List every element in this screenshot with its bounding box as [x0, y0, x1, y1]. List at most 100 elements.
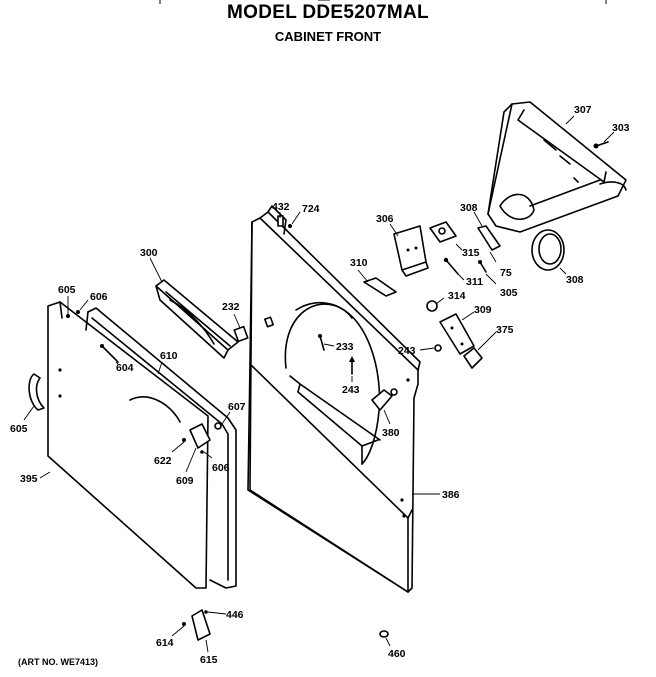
part-315-clip [429, 221, 457, 243]
callout-314: 314 [435, 290, 466, 305]
callout-307: 307 [565, 104, 592, 125]
part-300-bezel [155, 279, 239, 359]
callout-604: 604 [115, 361, 134, 374]
part-243-screw-right [434, 344, 442, 352]
callout-308a: 308 [460, 202, 483, 227]
part-724-screw [288, 224, 292, 228]
callout-label-300: 300 [140, 247, 158, 259]
callout-label-606a: 606 [90, 291, 108, 303]
part-306-bracket [393, 225, 429, 277]
callout-310: 310 [350, 257, 369, 283]
callout-label-380: 380 [382, 427, 400, 439]
callout-label-607: 607 [228, 401, 246, 413]
callout-label-724: 724 [302, 203, 320, 215]
part-303-screw [593, 141, 609, 149]
part-309-switch [439, 313, 475, 355]
callout-label-305: 305 [500, 287, 518, 299]
art-number: (ART NO. WE7413) [18, 657, 99, 667]
part-380-latch [371, 388, 398, 411]
callout-label-306: 306 [376, 213, 394, 225]
callout-label-395: 395 [20, 473, 38, 485]
callout-label-614: 614 [156, 637, 174, 649]
callout-233: 233 [323, 341, 354, 353]
callout-label-75: 75 [500, 267, 512, 279]
callout-306: 306 [376, 213, 399, 237]
callout-309: 309 [461, 304, 492, 321]
callout-label-605a: 605 [58, 284, 76, 296]
callout-300: 300 [140, 247, 163, 283]
top-edge-marks [159, 0, 607, 4]
callout-label-311: 311 [466, 276, 483, 288]
callout-75: 75 [489, 251, 512, 279]
part-311-screw [443, 257, 459, 275]
part-460-foot [379, 630, 389, 638]
callout-380: 380 [382, 409, 400, 439]
callout-610: 610 [157, 350, 178, 375]
part-609-hinge [182, 423, 211, 454]
callout-232: 232 [222, 301, 241, 329]
callout-311: 311 [457, 273, 483, 288]
part-314-nut [426, 300, 438, 312]
part-605-screw-top [66, 314, 70, 318]
part-308-small [477, 225, 501, 251]
callout-label-375: 375 [496, 324, 514, 336]
part-395-door-panel [47, 301, 209, 589]
callout-label-308a: 308 [460, 202, 478, 214]
part-75-screw [478, 260, 487, 273]
callout-622: 622 [154, 441, 185, 467]
part-308-ring [531, 229, 565, 271]
callout-label-604: 604 [116, 362, 134, 374]
callout-label-310: 310 [350, 257, 368, 269]
callout-label-308b: 308 [566, 274, 584, 286]
callout-label-432: 432 [272, 201, 290, 213]
callout-395: 395 [20, 471, 51, 485]
part-232-clip [233, 325, 249, 343]
callout-label-622: 622 [154, 455, 172, 467]
callout-label-303: 303 [612, 122, 630, 134]
callout-label-615: 615 [200, 654, 218, 666]
callout-605b: 605 [10, 405, 35, 435]
callout-label-243b: 243 [342, 384, 360, 396]
part-605-handle [28, 373, 45, 411]
part-610-door-liner [85, 307, 237, 589]
callout-303: 303 [603, 122, 630, 143]
callout-label-309: 309 [474, 304, 492, 316]
callout-label-233: 233 [336, 341, 354, 353]
callout-308b: 308 [559, 267, 584, 286]
part-604-hinge-pin [100, 344, 119, 363]
callout-305: 305 [485, 273, 518, 299]
diagram-subtitle: CABINET FRONT [274, 29, 382, 44]
part-307-duct [487, 101, 627, 233]
callout-386: 386 [412, 489, 460, 501]
part-243-screw-center [349, 356, 355, 375]
callout-607: 607 [221, 401, 246, 425]
callout-243b: 243 [342, 376, 360, 396]
callout-615: 615 [200, 639, 218, 666]
callout-label-243a: 243 [398, 345, 416, 357]
callout-label-307: 307 [574, 104, 592, 116]
callout-605a: 605 [58, 284, 76, 314]
callout-label-314: 314 [448, 290, 466, 302]
callout-460: 460 [385, 637, 406, 660]
callout-432: 432 [272, 201, 290, 218]
part-607-screw [214, 422, 222, 430]
part-615-lower-hinge [182, 609, 211, 641]
callout-label-609: 609 [176, 475, 194, 487]
callout-label-232: 232 [222, 301, 240, 313]
part-310-pad [363, 277, 397, 297]
callout-724: 724 [291, 203, 320, 225]
callout-label-446: 446 [226, 609, 244, 621]
callout-label-386: 386 [442, 489, 460, 501]
part-386-cabinet-front [247, 205, 421, 593]
callout-label-605b: 605 [10, 423, 28, 435]
callout-606a: 606 [79, 291, 108, 311]
part-606-screw-top [76, 310, 80, 314]
diagram-title: MODEL DDE5207MAL [227, 2, 429, 23]
part-375-knob [463, 347, 483, 369]
callout-606b: 606 [203, 451, 230, 474]
callout-label-610: 610 [160, 350, 178, 362]
callout-609: 609 [176, 447, 197, 487]
callout-375: 375 [477, 324, 514, 351]
callout-243a: 243 [398, 345, 435, 357]
